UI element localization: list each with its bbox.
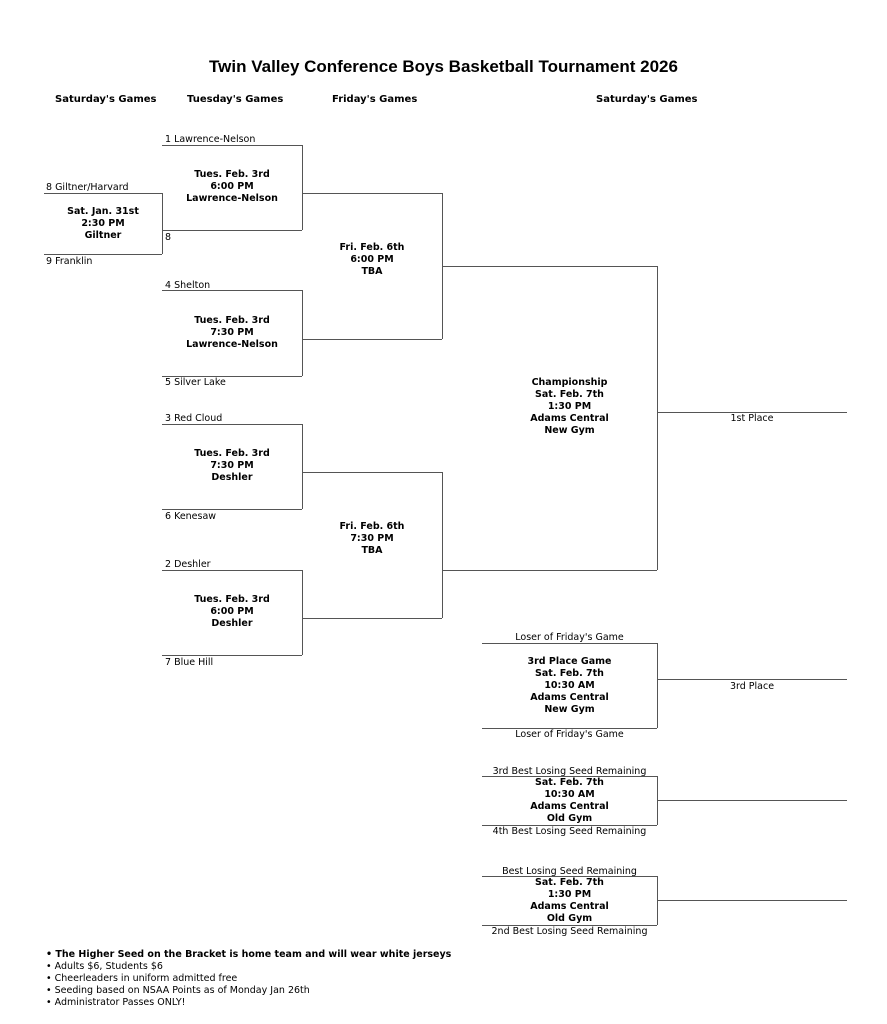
bracket-line <box>162 509 302 510</box>
bracket-line <box>482 643 657 644</box>
page-title: Twin Valley Conference Boys Basketball T… <box>209 57 678 76</box>
note-item: • Seeding based on NSAA Points as of Mon… <box>46 985 310 996</box>
team-slot: 8 Giltner/Harvard <box>46 182 129 193</box>
bracket-line <box>162 290 302 291</box>
bracket-line <box>162 655 302 656</box>
team-slot: 4 Shelton <box>165 280 211 291</box>
column-header-saturday-prelim: Saturday's Games <box>55 94 157 105</box>
team-slot: 6 Kenesaw <box>165 511 217 522</box>
bracket-line <box>657 266 658 570</box>
bracket-line <box>657 800 847 801</box>
team-slot: 3 Red Cloud <box>165 413 223 424</box>
team-slot: 5 Silver Lake <box>165 377 226 388</box>
team-slot: 8 <box>165 232 172 243</box>
bracket-line <box>482 776 657 777</box>
bracket-line <box>302 193 442 194</box>
bracket-line <box>162 193 163 254</box>
bracket-line <box>657 679 847 680</box>
note-item: • The Higher Seed on the Bracket is home… <box>46 949 452 960</box>
bracket-line <box>442 570 657 571</box>
bracket-line <box>302 472 442 473</box>
bracket-line <box>44 254 162 255</box>
team-slot: Loser of Friday's Game <box>515 729 624 740</box>
note-item: • Administrator Passes ONLY! <box>46 997 186 1008</box>
team-slot: 4th Best Losing Seed Remaining <box>492 826 647 837</box>
bracket-line <box>482 876 657 877</box>
bracket-line <box>302 290 303 376</box>
team-slot: 7 Blue Hill <box>165 657 214 668</box>
bracket-line <box>302 424 303 509</box>
bracket-line <box>302 339 442 340</box>
bracket-line <box>162 145 302 146</box>
bracket-line <box>442 266 657 267</box>
bracket-line <box>482 728 657 729</box>
first-place-label: 1st Place <box>730 413 774 424</box>
bracket-line <box>162 376 302 377</box>
bracket-line <box>44 193 162 194</box>
bracket-line <box>162 230 302 231</box>
team-slot: Loser of Friday's Game <box>515 632 624 643</box>
team-slot: Best Losing Seed Remaining <box>502 866 637 877</box>
column-header-friday: Friday's Games <box>332 94 418 105</box>
bracket-line <box>482 825 657 826</box>
bracket-line <box>442 472 443 618</box>
notes-list: • The Higher Seed on the Bracket is home… <box>46 949 451 1009</box>
column-header-tuesday: Tuesday's Games <box>187 94 284 105</box>
team-slot: 2 Deshler <box>165 559 211 570</box>
bracket-line <box>302 145 303 230</box>
note-item: • Cheerleaders in uniform admitted free <box>46 973 238 984</box>
team-slot: 1 Lawrence-Nelson <box>165 134 256 145</box>
bracket-line <box>657 643 658 728</box>
note-item: • Adults $6, Students $6 <box>46 961 163 972</box>
bracket-line <box>657 900 847 901</box>
team-slot: 2nd Best Losing Seed Remaining <box>491 926 648 937</box>
bracket-line <box>162 570 302 571</box>
team-slot: 3rd Best Losing Seed Remaining <box>492 766 647 777</box>
bracket-line <box>657 412 847 413</box>
team-slot: 9 Franklin <box>46 256 93 267</box>
bracket-line <box>162 424 302 425</box>
column-header-saturday-final: Saturday's Games <box>596 94 698 105</box>
third-place-label: 3rd Place <box>729 681 775 692</box>
bracket-line <box>482 925 657 926</box>
bracket-line <box>302 618 442 619</box>
bracket-line <box>302 570 303 655</box>
